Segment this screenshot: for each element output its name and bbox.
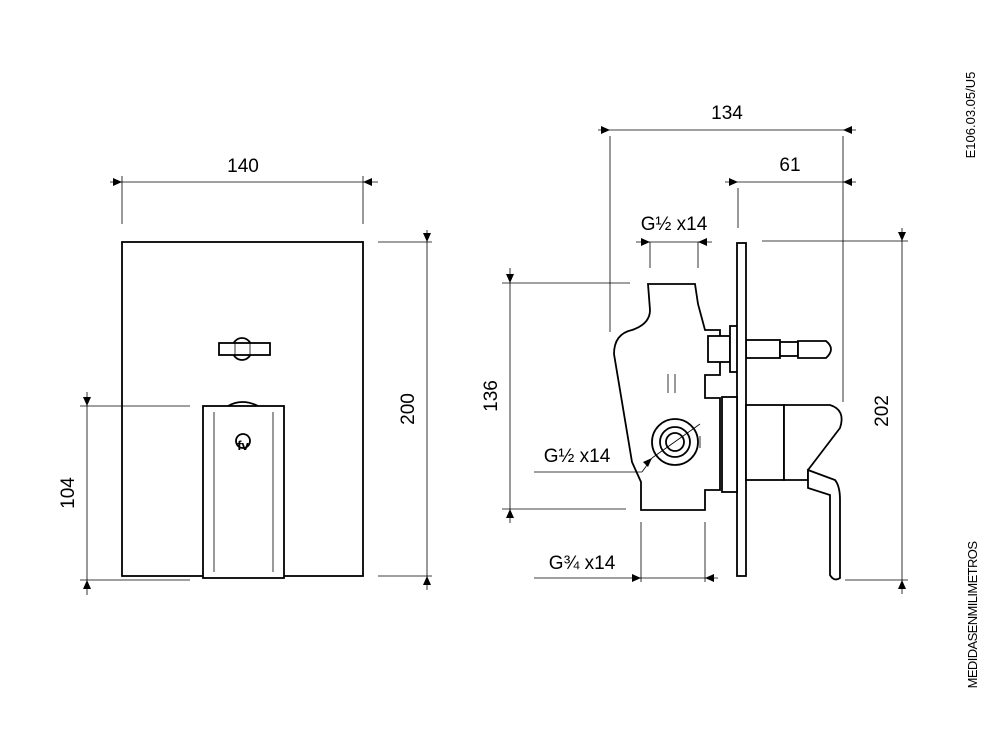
fv-logo-text: fv (237, 438, 249, 453)
dim-front-width-label: 140 (227, 156, 259, 177)
diverter-knob (218, 337, 271, 361)
side-lever (721, 396, 843, 581)
dim-top-thread: G½ x14 (636, 214, 712, 268)
dim-body-height-label: 136 (481, 380, 502, 412)
mixer-lever (202, 401, 285, 579)
dim-bottom-thread: G¾ x14 (534, 522, 718, 582)
callout-middle-thread-label: G½ x14 (544, 446, 611, 467)
dim-lever-height: 104 (58, 392, 190, 595)
valve-body (613, 283, 721, 511)
side-view: 134 61 G½ x14 202 (481, 103, 908, 594)
dim-side-height: 202 (762, 228, 908, 594)
dim-projection-label: 61 (779, 155, 800, 176)
dim-lever-height-label: 104 (58, 477, 79, 509)
dim-total-depth: 134 (598, 103, 856, 402)
diverter-stem (707, 325, 832, 373)
dim-front-height: 200 (378, 230, 432, 590)
front-view: fv 140 200 104 (58, 156, 432, 595)
dim-front-height-label: 200 (398, 393, 419, 425)
dim-front-width: 140 (110, 156, 378, 224)
dim-side-height-label: 202 (872, 395, 893, 427)
dim-projection: 61 (725, 155, 856, 228)
drawing-code: E106.03.05/U5 (963, 72, 978, 159)
side-plate (736, 242, 747, 577)
dim-top-thread-label: G½ x14 (641, 214, 708, 235)
callout-middle-thread: G½ x14 (534, 446, 653, 473)
dim-total-depth-label: 134 (711, 103, 743, 124)
dim-bottom-thread-label: G¾ x14 (549, 553, 616, 574)
units-note: MEDIDASENMILIMETROS (965, 541, 980, 689)
fv-logo: fv (235, 433, 251, 453)
dim-body-height: 136 (481, 268, 630, 523)
outlet-port (651, 418, 701, 466)
